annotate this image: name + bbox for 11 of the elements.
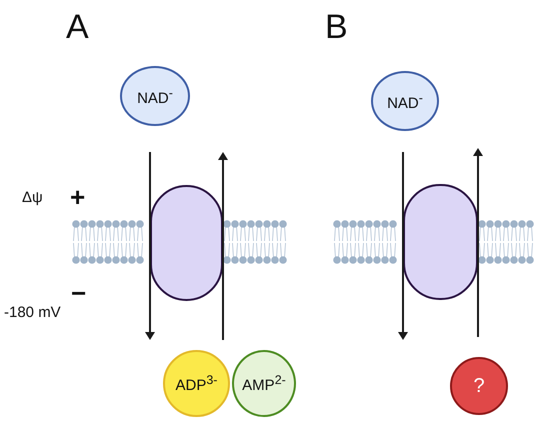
charge-sign: + — [70, 184, 86, 210]
molecule-bubble: ? — [450, 357, 508, 415]
molecule-bubble: NAD$^{-}$ — [371, 71, 439, 131]
panel-letter: A — [66, 10, 89, 44]
panel-letter: B — [325, 10, 348, 44]
molecule-bubble: ADP$^{3-}$ — [163, 350, 230, 417]
charge-sign: − — [71, 280, 86, 306]
voltage-label: -180 mV — [4, 305, 61, 320]
potential-label: Δψ — [22, 190, 43, 205]
molecule-bubble: NAD$^{-}$ — [120, 66, 190, 126]
molecule-bubble: AMP$^{2-}$ — [232, 350, 296, 417]
